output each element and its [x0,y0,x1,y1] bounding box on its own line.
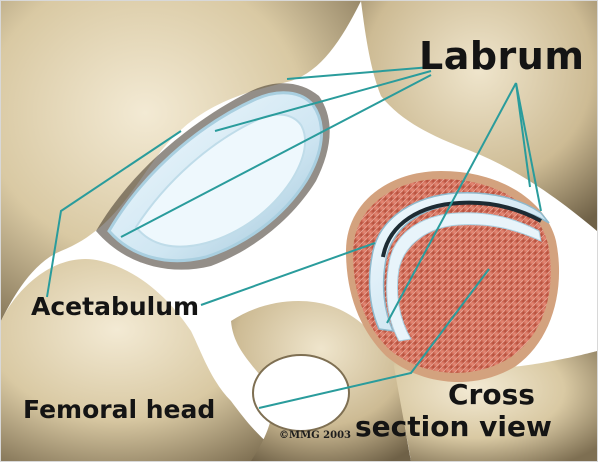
label-acetabulum: Acetabulum [31,294,199,319]
copyright-notice: ©MMG 2003 [279,431,351,441]
obturator-hole [253,355,349,431]
label-cross-section-line2: section view [355,413,552,441]
label-femoral-head: Femoral head [23,397,215,422]
label-labrum: Labrum [419,37,584,75]
label-cross-section-view: Cross section view [431,381,552,441]
label-cross-section-line1: Cross [431,381,552,409]
